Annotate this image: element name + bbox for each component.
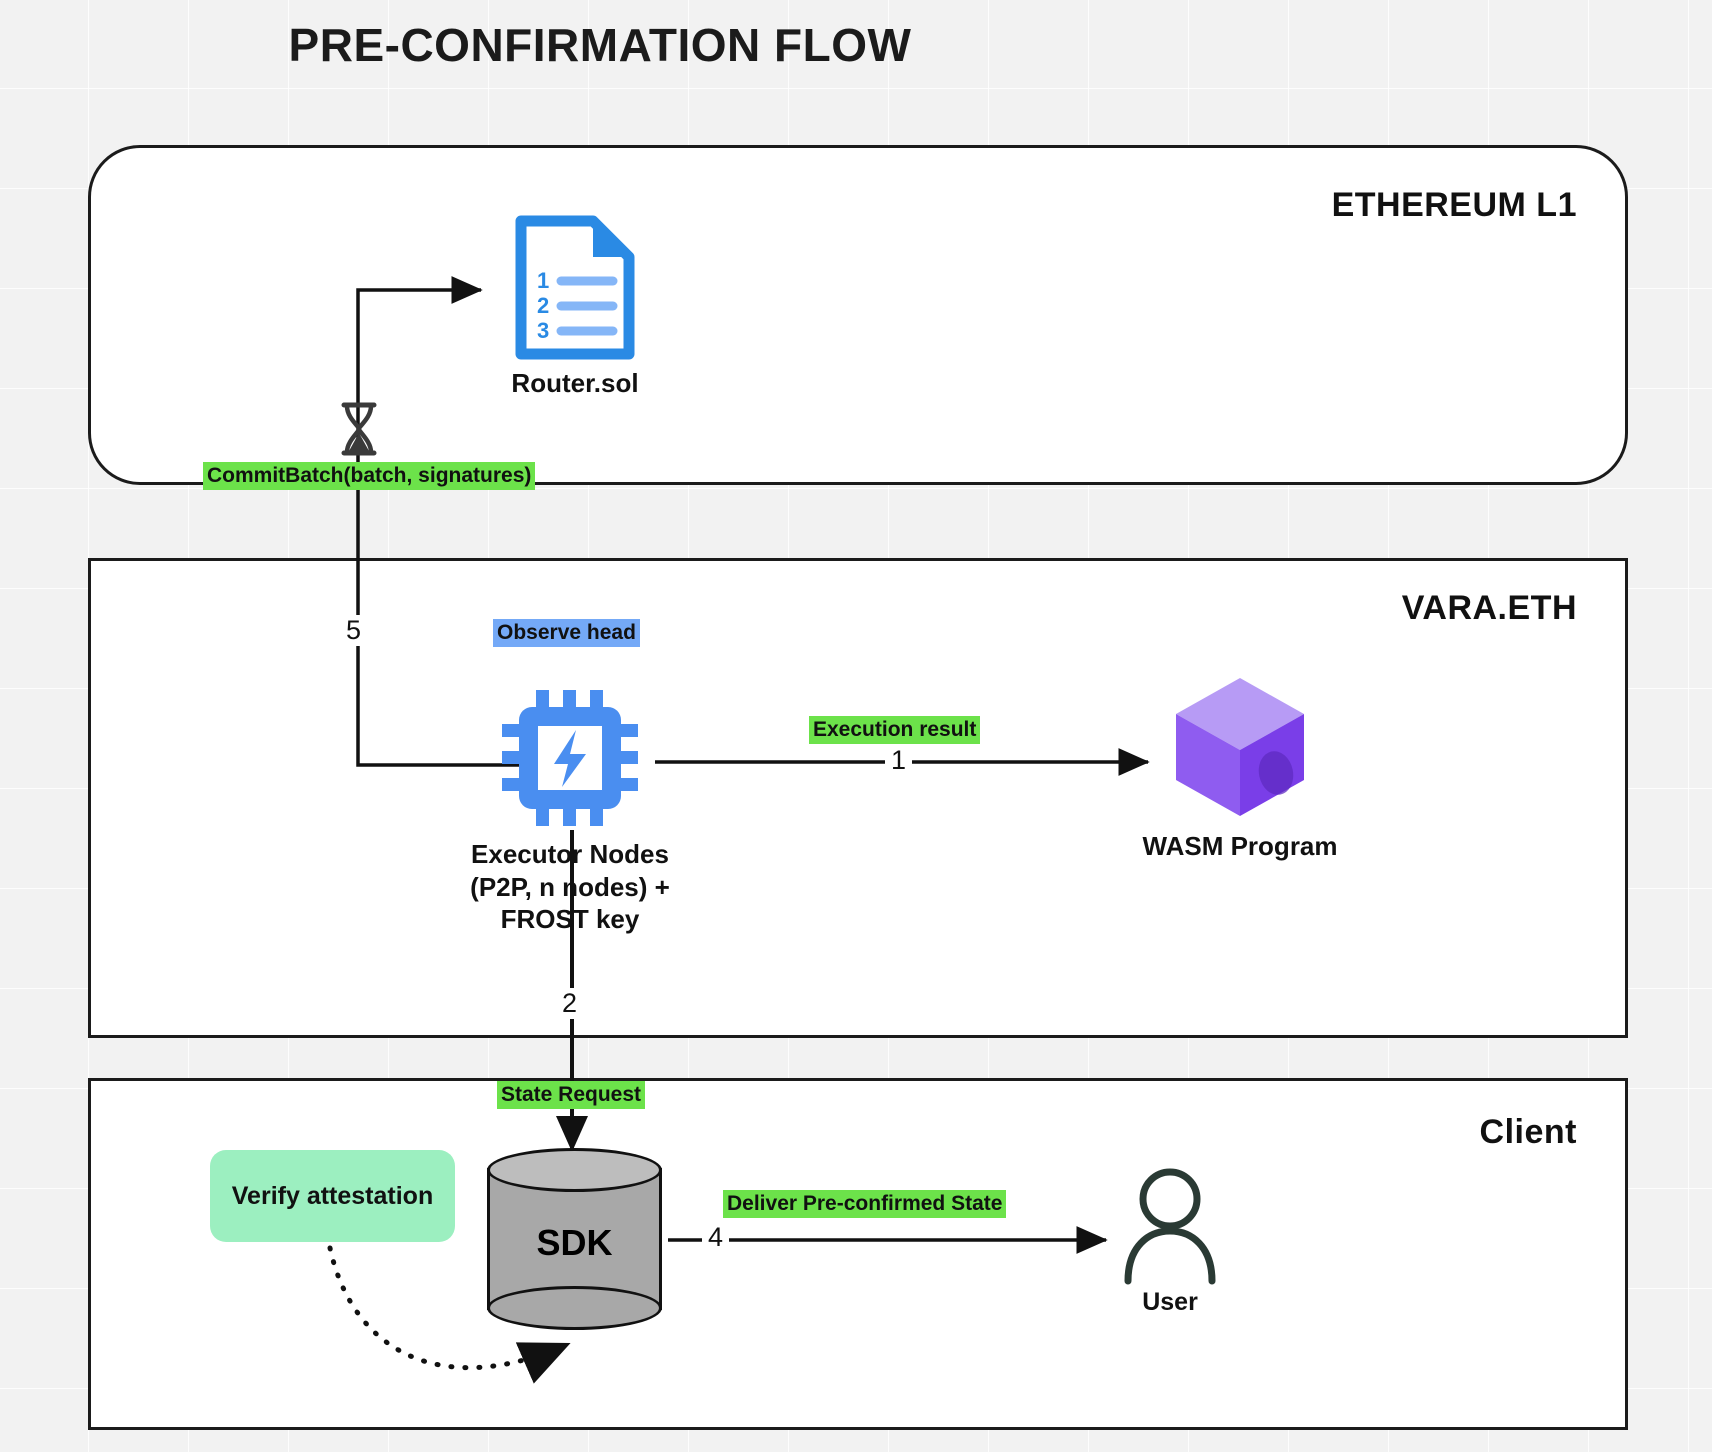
- edge-label-commit-batch: CommitBatch(batch, signatures): [203, 462, 536, 490]
- svg-text:3: 3: [537, 318, 549, 343]
- verify-attestation-box: Verify attestation: [210, 1150, 455, 1242]
- node-user: User: [1120, 1165, 1220, 1316]
- edge-number-deliver-state: 4: [702, 1222, 730, 1253]
- node-label-sdk: SDK: [536, 1222, 613, 1263]
- svg-text:1: 1: [537, 268, 549, 293]
- panel-title-client: Client: [1479, 1113, 1577, 1151]
- cube-icon: [1176, 678, 1304, 816]
- node-label-wasm-program: WASM Program: [1142, 831, 1338, 861]
- cylinder-top: [487, 1148, 662, 1192]
- panel-ethereum-l1: ETHEREUM L1: [88, 145, 1628, 485]
- node-sdk: SDK: [487, 1148, 662, 1330]
- edge-label-execution-result: Execution result: [809, 716, 981, 744]
- executor-label-line2: (P2P, n nodes) +: [470, 871, 670, 902]
- cpu-chip-icon: [502, 690, 638, 826]
- hourglass-icon: [336, 400, 382, 458]
- document-icon: 1 2 3: [515, 215, 635, 360]
- node-router-sol: 1 2 3 Router.sol: [511, 215, 639, 398]
- executor-label-line1: Executor Nodes: [471, 839, 669, 869]
- node-executor-nodes: Executor Nodes (P2P, n nodes) + FROST ke…: [470, 688, 670, 934]
- page-title: PRE-CONFIRMATION FLOW: [288, 19, 912, 71]
- panel-title-vara-eth: VARA.ETH: [1401, 589, 1577, 627]
- node-label-executor-nodes: Executor Nodes (P2P, n nodes) + FROST ke…: [470, 838, 670, 936]
- user-avatar-icon: [1124, 1168, 1216, 1285]
- edge-label-deliver-state: Deliver Pre-confirmed State: [723, 1190, 1007, 1218]
- panel-title-ethereum-l1: ETHEREUM L1: [1331, 186, 1577, 224]
- executor-label-line3: FROST key: [500, 904, 640, 934]
- svg-text:2: 2: [537, 293, 549, 318]
- edge-number-state-request: 2: [556, 988, 584, 1019]
- edge-number-commit-batch: 5: [340, 615, 368, 646]
- cylinder-bottom: [487, 1286, 662, 1330]
- edge-number-execution-result: 1: [885, 745, 913, 776]
- node-label-router-sol: Router.sol: [511, 368, 639, 398]
- panel-client: Client: [88, 1078, 1628, 1430]
- edge-label-observe-head: Observe head: [493, 619, 640, 647]
- node-wasm-program: WASM Program: [1142, 672, 1338, 861]
- edge-label-state-request: State Request: [497, 1081, 646, 1109]
- panel-vara-eth: VARA.ETH: [88, 558, 1628, 1038]
- node-label-user: User: [1142, 1288, 1198, 1316]
